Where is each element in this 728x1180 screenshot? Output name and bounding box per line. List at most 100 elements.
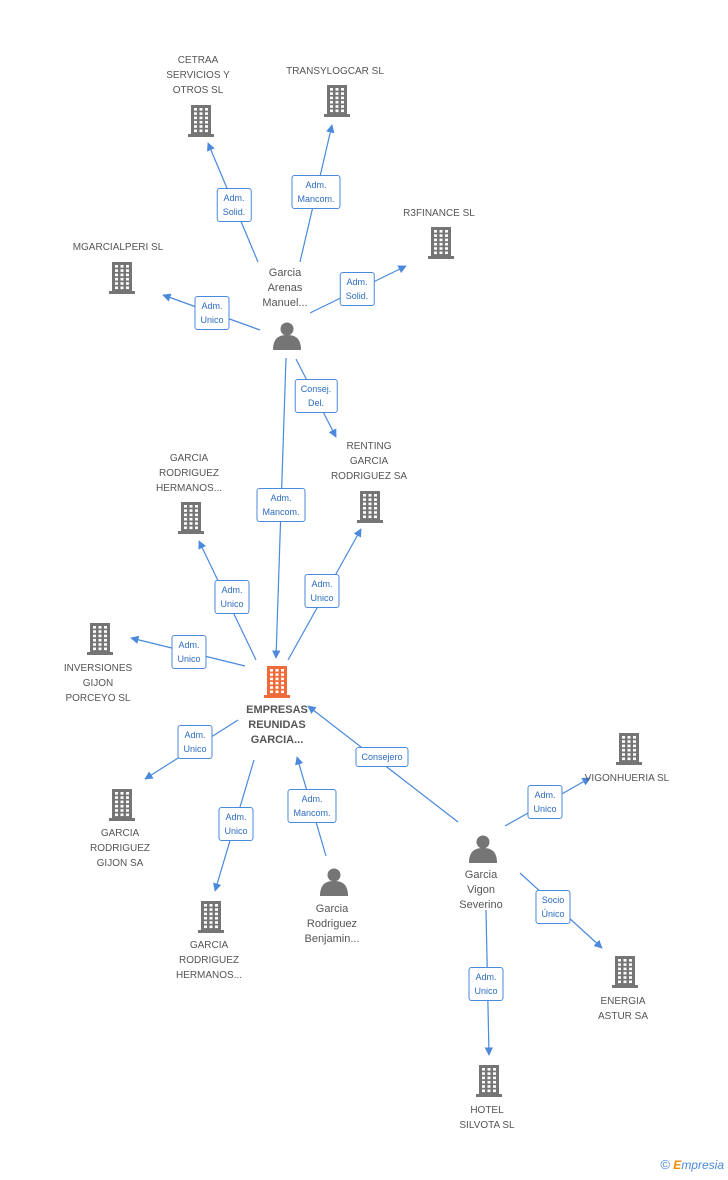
role-badge-line: Adm. [346,277,368,287]
role-badge-line: Solid. [345,291,369,301]
building-icon[interactable] [428,227,454,259]
node-label-line: ENERGIA [600,996,646,1007]
role-badge[interactable]: Adm. Mancom. [291,175,341,209]
role-badge-line: Adm. [301,794,323,804]
node-label-line: RODRIGUEZ [90,843,150,854]
node-label-line: RENTING [346,441,392,452]
node-label-line: INVERSIONES [63,663,133,674]
role-badge[interactable]: Consej. Del. [294,379,338,413]
role-badge[interactable]: Consejero [355,747,409,767]
building-icon[interactable] [616,733,642,765]
building-icon[interactable] [178,502,204,534]
building-icon[interactable] [188,105,214,137]
role-badge-line: Adm. [225,812,247,822]
role-badge-line: Adm. [270,493,292,503]
node-label-gr-gijon[interactable]: GARCIA RODRIGUEZ GIJON SA [90,826,150,871]
node-label-line: EMPRESAS [246,704,308,716]
node-label-line: GARCIA [169,453,209,464]
role-badge-line: Consej. [300,384,332,394]
role-badge-line: Adm. [305,180,327,190]
node-label-energia[interactable]: ENERGIA ASTUR SA [598,994,648,1024]
building-icon[interactable] [324,85,350,117]
role-badge-line: Unico [220,599,244,609]
role-badge-line: Adm. [178,640,200,650]
role-badge-line: Solid. [222,207,246,217]
role-badge-line: Adm. [475,972,497,982]
node-label-line: MGARCIALPERI SL [72,242,164,253]
person-icon[interactable] [273,322,301,351]
node-label-r3finance[interactable]: R3FINANCE SL [403,206,475,221]
building-icon[interactable] [109,262,135,294]
role-badge[interactable]: Adm.Unico [527,785,563,819]
node-label-line: OTROS SL [172,85,224,96]
node-label-line: Garcia [315,903,349,915]
role-badge-line: Mancom. [297,194,335,204]
copyright-icon: © [660,1157,670,1172]
role-badge-line: Del. [307,398,325,408]
node-label-line: RODRIGUEZ SA [330,471,408,482]
role-badge[interactable]: Adm. Unico [194,296,230,330]
node-label-line: VIGONHUERIA SL [584,773,670,784]
node-label-line: RODRIGUEZ [159,468,219,479]
node-label-line: CETRAA [177,55,219,66]
building-icon[interactable] [264,666,290,698]
building-icon[interactable] [87,623,113,655]
brand-name: mpresia [681,1158,724,1172]
role-badge[interactable]: Adm.Unico [304,574,340,608]
building-icon[interactable] [476,1065,502,1097]
role-badge-line: Unico [224,826,248,836]
node-label-line: Benjamin... [304,933,360,945]
node-label-line: Manuel... [262,297,308,309]
role-badge[interactable]: Adm. Unico [218,807,254,841]
node-label-mgarcialperi[interactable]: MGARCIALPERI SL [73,240,164,255]
icon-layer [87,85,642,1097]
node-label-line: GIJON SA [96,858,144,869]
node-label-vigonhueria[interactable]: VIGONHUERIA SL [585,771,669,786]
role-badge-line: Unico [200,315,224,325]
role-badge-line: Adm. [534,790,556,800]
role-badge[interactable]: Adm. Solid. [339,272,375,306]
empresia-footer[interactable]: © Empresia [660,1157,724,1172]
node-label-line: ASTUR SA [597,1011,649,1022]
role-badge-line: Consejero [361,752,403,762]
node-label-line: SILVOTA SL [459,1120,515,1131]
role-badge-line: Unico [183,744,207,754]
role-badge-line: Adm. [221,585,243,595]
role-badge[interactable]: Adm. Unico [177,725,213,759]
role-badge[interactable]: Adm.Unico [468,967,504,1001]
role-badge-line: Mancom. [262,507,300,517]
node-label-line: HERMANOS... [155,483,223,494]
role-badge[interactable]: Adm.Mancom. [287,789,337,823]
node-label-line: R3FINANCE SL [403,208,475,219]
person-icon[interactable] [469,835,497,864]
role-badge-line: Adm. [184,730,206,740]
building-icon[interactable] [612,956,638,988]
role-badge[interactable]: Adm. Unico [214,580,250,614]
role-badge[interactable]: Adm. Unico [171,635,207,669]
node-label-transylogcar[interactable]: TRANSYLOGCAR SL [286,64,384,79]
role-badge[interactable]: Adm. Mancom. [256,488,306,522]
building-icon[interactable] [357,491,383,523]
node-label-line: GARCIA [100,828,140,839]
role-badge-line: Adm. [201,301,223,311]
role-badge[interactable]: Adm. Solid. [216,188,252,222]
role-badge-line: Unico [310,593,334,603]
node-label-grh-top[interactable]: GARCIA RODRIGUEZ HERMANOS... [156,451,222,496]
node-label-line: GARCIA [189,940,229,951]
building-icon[interactable] [198,901,224,933]
person-icon[interactable] [320,868,348,897]
role-badge-line: Unico [177,654,201,664]
building-icon[interactable] [109,789,135,821]
node-label-line: Garcia [268,267,302,279]
role-badge-line: Adm. [223,193,245,203]
